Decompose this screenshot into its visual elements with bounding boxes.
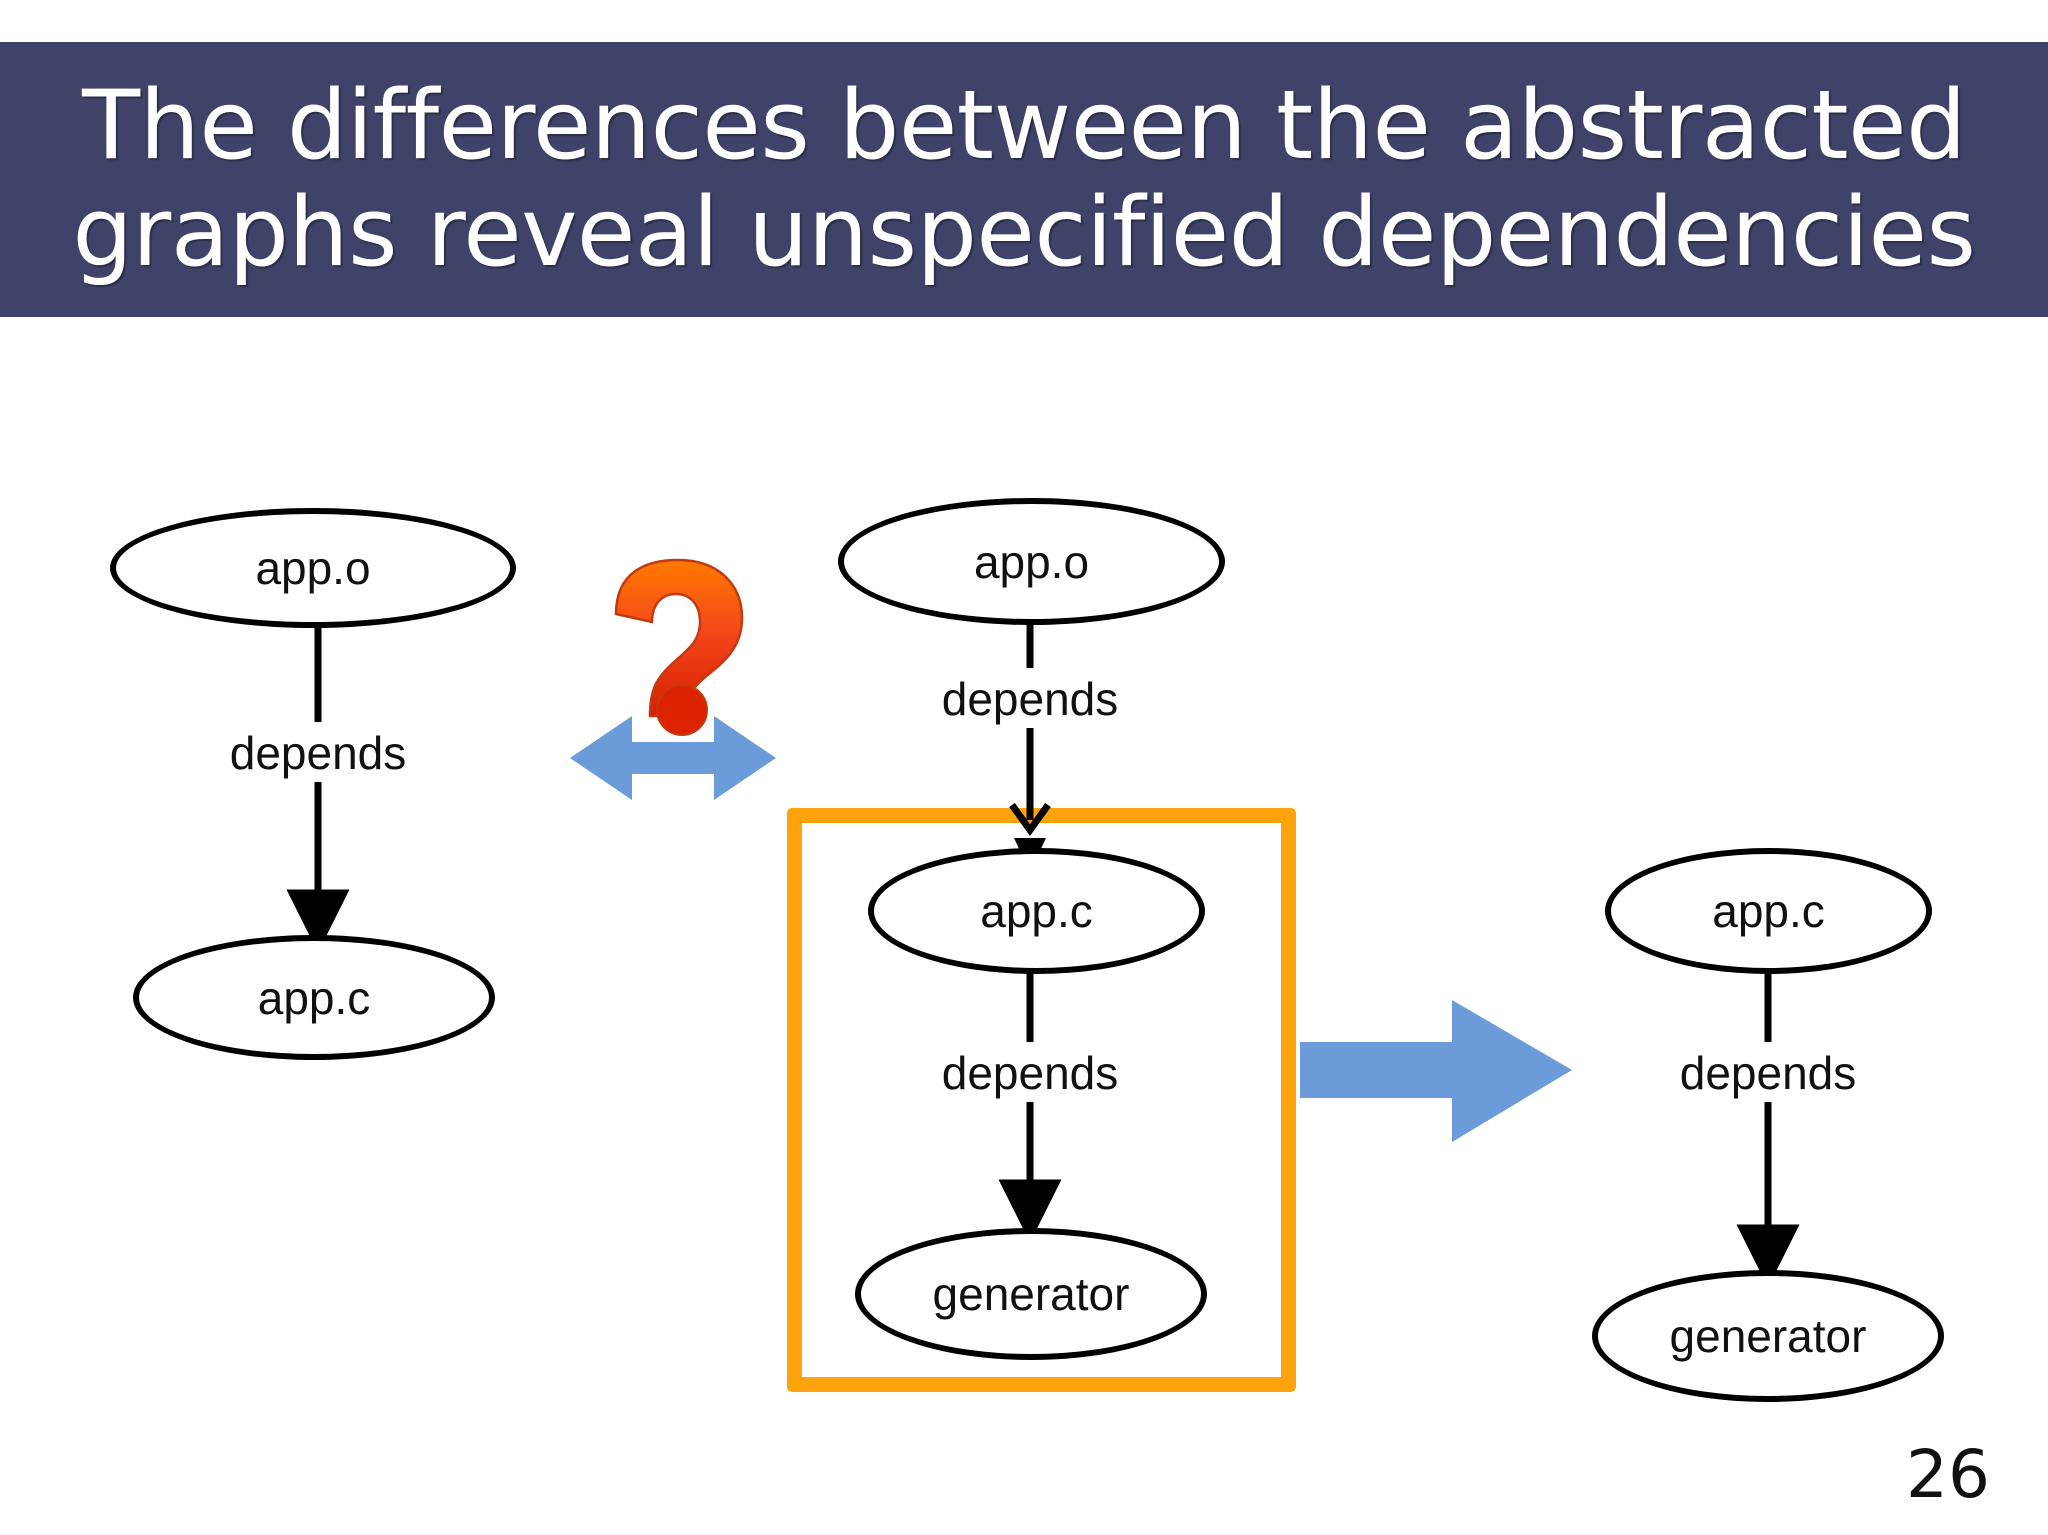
node-label: generator — [932, 1268, 1130, 1320]
right-graph-edge-label-depends: depends — [1679, 1047, 1857, 1099]
middle-graph-node-app-o[interactable]: app.o — [838, 498, 1225, 625]
comparison-double-arrow — [570, 716, 776, 800]
node-label: app.c — [1712, 885, 1825, 937]
page-title-line-1: The differences between the abstracted — [82, 71, 1966, 182]
right-graph-node-generator[interactable]: generator — [1592, 1270, 1944, 1402]
node-label: app.c — [980, 885, 1093, 937]
node-label: app.c — [257, 971, 371, 1024]
question-mark-icon — [614, 558, 744, 736]
right-graph-node-app-c[interactable]: app.c — [1605, 848, 1932, 974]
middle-graph-edge-label-depends-top: depends — [941, 673, 1119, 725]
slide-title-banner: The differences between the abstracted g… — [0, 42, 2048, 317]
middle-graph-node-app-c[interactable]: app.c — [868, 848, 1205, 974]
page-title-line-2: graphs reveal unspecified dependencies — [72, 177, 1977, 288]
node-label: app.o — [973, 535, 1090, 588]
node-label: generator — [1669, 1310, 1867, 1362]
highlight-box-subgraph — [787, 808, 1296, 1392]
left-graph-edge-label-depends: depends — [229, 727, 407, 779]
left-graph-node-app-o[interactable]: app.o — [110, 508, 516, 628]
middle-graph-node-generator[interactable]: generator — [855, 1228, 1207, 1360]
extraction-right-arrow — [1300, 1000, 1572, 1142]
middle-graph-edge-label-depends-bottom: depends — [941, 1047, 1119, 1099]
node-label: app.o — [255, 542, 371, 594]
left-graph-node-app-c[interactable]: app.c — [133, 935, 495, 1060]
page-number: 26 — [1906, 1436, 1990, 1513]
